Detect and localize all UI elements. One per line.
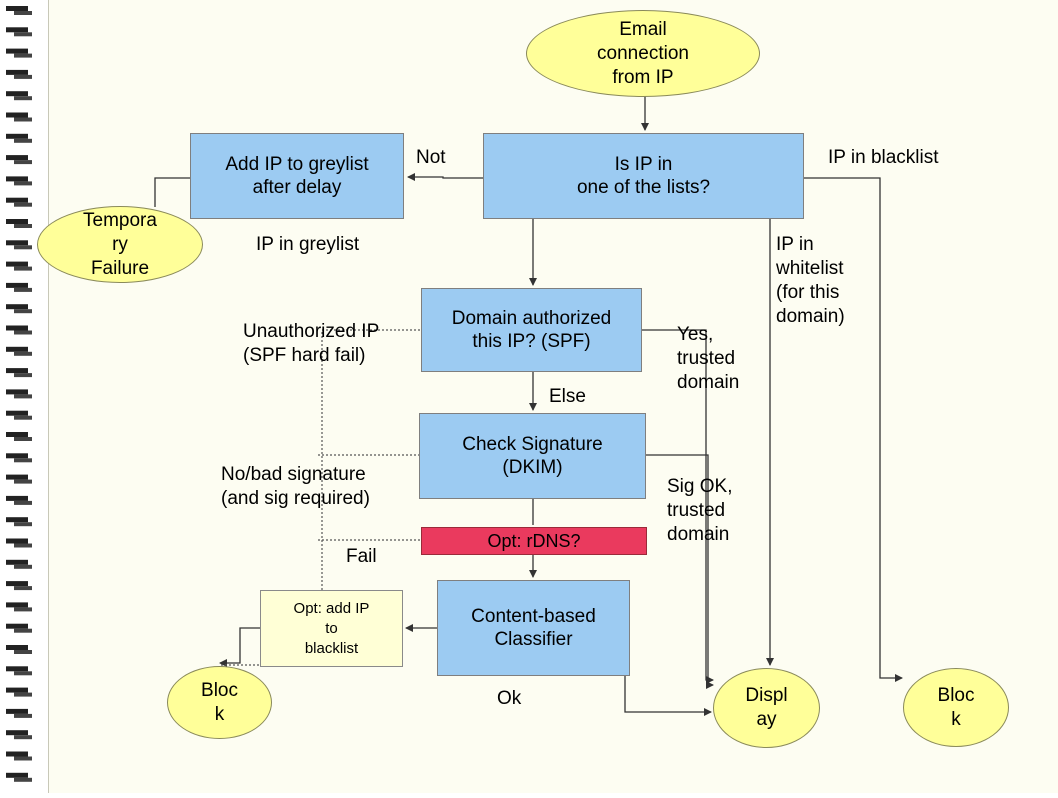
label-in-whitelist: IP in whitelist (for this domain) [776, 234, 845, 327]
spiral-ring [6, 325, 32, 335]
spiral-ring [6, 69, 32, 79]
label-dkim-ok: Sig OK, trusted domain [667, 476, 733, 545]
classifier-node: Content-based Classifier [437, 580, 630, 676]
spiral-ring [6, 453, 32, 463]
start-node: Email connection from IP [526, 10, 760, 97]
spiral-ring [6, 623, 32, 633]
spiral-ring [6, 6, 32, 15]
edge-dkim-ok [645, 454, 714, 689]
label-ok: Ok [497, 688, 522, 709]
label-in-blacklist: IP in blacklist [828, 147, 939, 168]
edge-greylist-to-failure [154, 177, 190, 207]
label-fail: Fail [346, 546, 377, 567]
spf-check-node: Domain authorized this IP? (SPF) [421, 288, 642, 372]
spiral-ring [6, 48, 32, 58]
dkim-check-node: Check Signature (DKIM) [419, 413, 646, 499]
spiral-ring [6, 304, 32, 314]
edge-classifier-ok [624, 675, 712, 716]
label-spf-fail: Unauthorized IP (SPF hard fail) [243, 321, 380, 366]
spiral-ring [6, 495, 32, 505]
spiral-ring [6, 687, 32, 697]
label-else: Else [549, 386, 586, 407]
spiral-ring [6, 538, 32, 548]
spiral-ring [6, 602, 32, 612]
spiral-ring [6, 197, 32, 207]
add-greylist-node: Add IP to greylist after delay [190, 133, 404, 219]
label-not: Not [416, 147, 446, 168]
spiral-ring [6, 112, 32, 122]
temporary-failure-node: Tempora ry Failure [37, 206, 203, 283]
spiral-ring [6, 666, 32, 676]
edge-lists-blacklist [803, 177, 903, 682]
spiral-ring [6, 772, 32, 782]
spiral-ring [6, 346, 32, 356]
spiral-ring [6, 27, 32, 37]
label-dkim-bad: No/bad signature (and sig required) [221, 464, 370, 509]
edge-lists-to-greylist [407, 173, 483, 181]
label-in-greylist: IP in greylist [256, 234, 360, 255]
spiral-ring [6, 474, 32, 484]
spiral-ring [6, 261, 32, 271]
rdns-node: Opt: rDNS? [421, 527, 647, 555]
block-right-node: Bloc k [903, 668, 1009, 747]
lists-check-node: Is IP in one of the lists? [483, 133, 804, 219]
add-blacklist-node: Opt: add IP to blacklist [260, 590, 403, 667]
spiral-ring [6, 219, 32, 228]
spiral-ring [6, 559, 32, 569]
spiral-ring [6, 155, 32, 165]
spiral-ring [6, 176, 32, 186]
spiral-ring [6, 389, 32, 399]
spiral-ring [6, 133, 32, 143]
spiral-ring [6, 432, 32, 441]
spiral-ring [6, 410, 32, 420]
block-left-node: Bloc k [167, 666, 272, 739]
spiral-ring [6, 645, 32, 654]
label-spf-yes: Yes, trusted domain [677, 324, 740, 393]
spiral-binding [0, 0, 46, 793]
spiral-ring [6, 708, 32, 718]
spiral-ring [6, 240, 32, 250]
display-node: Displ ay [713, 668, 820, 748]
spiral-ring [6, 368, 32, 378]
edge-spf-yes [642, 329, 714, 684]
spiral-ring [6, 282, 32, 292]
edge-blacklist-to-block [219, 627, 260, 667]
spiral-rings [6, 6, 32, 782]
spiral-ring [6, 517, 32, 527]
spiral-ring [6, 730, 32, 740]
spiral-ring [6, 581, 32, 591]
spiral-ring [6, 751, 32, 761]
spiral-ring [6, 91, 32, 101]
